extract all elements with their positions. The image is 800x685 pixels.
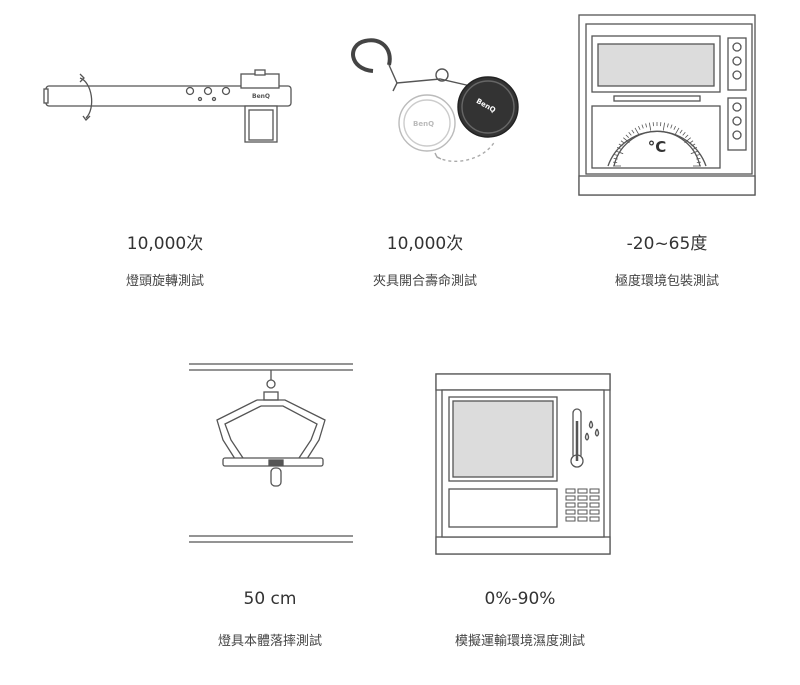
dial-tick <box>613 157 618 160</box>
drop-test-illustration <box>187 358 355 550</box>
lamp-head-rotation-illustration: BenQ <box>40 60 300 150</box>
keypad-key <box>589 495 600 501</box>
celsius-symbol: °C <box>648 138 667 156</box>
dial-tick <box>689 140 694 144</box>
keypad-key <box>577 488 588 494</box>
dial-tick <box>616 147 621 150</box>
clamp-illustration: BenQ BenQ <box>345 35 530 165</box>
dial-tick <box>679 129 683 134</box>
dial-tick <box>695 154 700 157</box>
keypad-key <box>565 502 576 508</box>
drop-test-svg <box>189 363 353 543</box>
keypad-key <box>577 495 588 501</box>
dial-tick <box>641 124 644 129</box>
dial-tick <box>648 122 652 131</box>
dial-tick <box>684 137 691 144</box>
dial-tick <box>625 134 629 138</box>
test-value: 10,000次 <box>386 234 464 254</box>
benq-ghost-logo-text: BenQ <box>413 120 434 128</box>
dial-tick <box>620 140 625 144</box>
lamp-bar-svg: BenQ <box>43 69 292 143</box>
keypad-key <box>565 488 576 494</box>
clamp-svg: BenQ BenQ <box>351 38 519 162</box>
test-value: 10,000次 <box>126 234 204 254</box>
dial-tick <box>631 129 635 134</box>
keypad-key <box>565 509 576 515</box>
dial-tick <box>645 123 648 128</box>
environment-chamber-illustration: °C <box>578 14 758 196</box>
dial-tick <box>623 137 630 144</box>
test-caption: 燈具本體落摔測試 <box>217 634 322 649</box>
test-caption: 極度環境包裝測試 <box>614 274 719 289</box>
humidity-chamber-illustration <box>435 373 611 555</box>
dial-tick <box>673 125 676 130</box>
keypad-key <box>577 509 588 515</box>
test-value: -20~65度 <box>626 234 708 254</box>
dial-tick <box>628 132 632 136</box>
keypad-key <box>589 488 600 494</box>
dial-tick <box>634 127 640 136</box>
dial-tick <box>691 143 696 147</box>
keypad-key <box>577 502 588 508</box>
test-value: 0%-90% <box>484 589 556 609</box>
keypad-key <box>565 516 576 522</box>
test-caption: 模擬運輸環境濕度測試 <box>454 634 585 649</box>
keypad-key <box>589 516 600 522</box>
test-caption: 燈頭旋轉測試 <box>125 274 204 289</box>
dial-tick <box>615 150 624 155</box>
dial-tick <box>618 143 623 147</box>
keypad-key <box>589 509 600 515</box>
dial-tick <box>666 123 669 128</box>
dial-tick <box>682 132 686 136</box>
dial-tick <box>674 127 680 136</box>
test-caption: 夾具開合壽命測試 <box>372 274 477 289</box>
test-value: 50 cm <box>243 589 297 609</box>
keypad-key <box>589 502 600 508</box>
chamber-svg: °C <box>578 14 756 196</box>
keypad-key <box>577 516 588 522</box>
humidity-chamber-svg <box>435 373 611 555</box>
dial-tick <box>638 125 641 130</box>
dial-tick <box>670 124 673 129</box>
keypad-key <box>565 495 576 501</box>
dial-tick <box>685 134 689 138</box>
dial-tick <box>614 154 619 157</box>
benq-logo-text: BenQ <box>252 93 270 100</box>
dial-tick <box>662 122 666 131</box>
dial-tick <box>690 150 699 155</box>
dial-tick <box>693 147 698 150</box>
dial-tick <box>696 157 701 160</box>
